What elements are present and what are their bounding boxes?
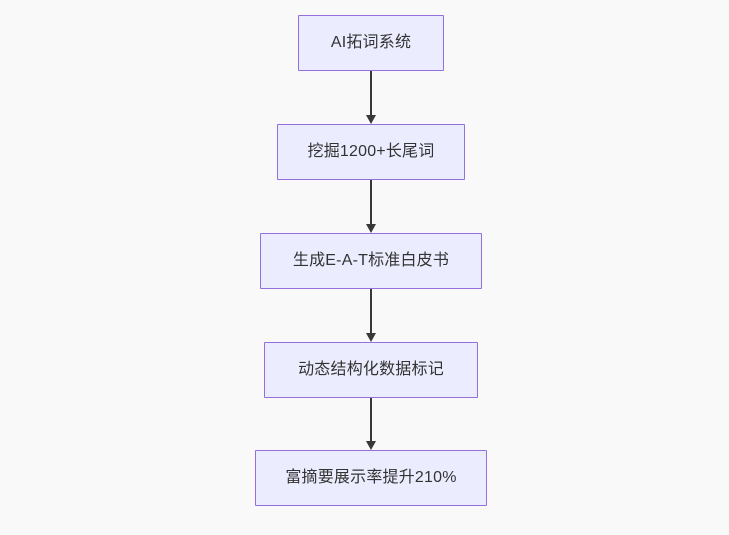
flowchart-node-step-5: 富摘要展示率提升210% [255, 450, 487, 506]
node-label: 富摘要展示率提升210% [285, 469, 457, 486]
node-label: 生成E-A-T标准白皮书 [292, 252, 450, 269]
arrowhead-down-icon [366, 115, 376, 124]
flowchart-node-step-1: AI拓词系统 [298, 15, 444, 71]
edge-line [370, 289, 372, 334]
edge-line [370, 398, 372, 442]
node-label: 挖掘1200+长尾词 [307, 143, 435, 160]
node-label: 动态结构化数据标记 [298, 361, 444, 378]
arrowhead-down-icon [366, 333, 376, 342]
edge-step4-to-step5 [366, 398, 376, 450]
edge-step3-to-step4 [366, 289, 376, 342]
node-label: AI拓词系统 [330, 34, 412, 51]
edge-step2-to-step3 [366, 180, 376, 233]
edge-line [370, 71, 372, 116]
edge-step1-to-step2 [366, 71, 376, 124]
arrowhead-down-icon [366, 441, 376, 450]
flowchart-node-step-4: 动态结构化数据标记 [264, 342, 478, 398]
arrowhead-down-icon [366, 224, 376, 233]
flowchart-node-step-2: 挖掘1200+长尾词 [277, 124, 465, 180]
flowchart-node-step-3: 生成E-A-T标准白皮书 [260, 233, 482, 289]
edge-line [370, 180, 372, 225]
